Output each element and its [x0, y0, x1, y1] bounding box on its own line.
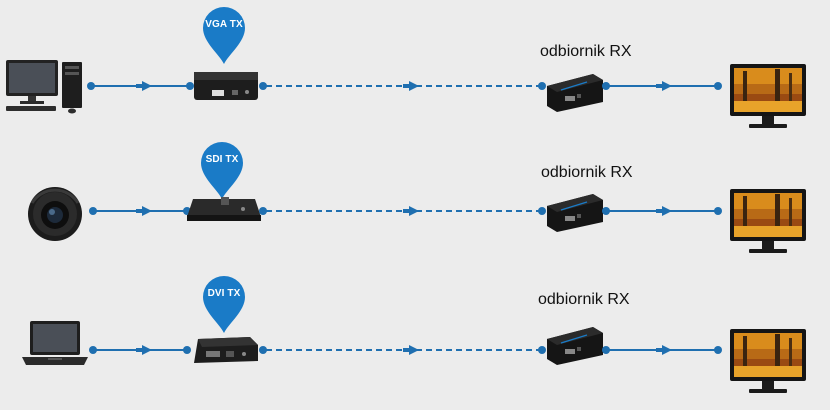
tx-pin-badge: SDI TX [197, 139, 247, 201]
tx-pin-badge: VGA TX [199, 4, 249, 66]
rx-receiver-device [543, 192, 605, 234]
rx-receiver-device [543, 325, 605, 367]
arrow-icon [409, 81, 419, 91]
tx-label: DVI TX [207, 288, 241, 299]
desktop-computer-icon [4, 58, 86, 114]
arrow-icon [662, 345, 672, 355]
dvi-transmitter-device [192, 335, 260, 367]
monitor-icon [729, 63, 807, 131]
arrow-icon [142, 206, 152, 216]
tx-pin-badge: DVI TX [199, 273, 249, 335]
monitor-icon [729, 328, 807, 396]
rx-receiver-device [543, 72, 605, 114]
rx-label: odbiornik RX [541, 164, 633, 181]
arrow-icon [409, 206, 419, 216]
rx-label: odbiornik RX [540, 43, 632, 60]
signal-chain-row-sdi: SDI TX odbiornik RX [0, 125, 830, 255]
tx-label: VGA TX [205, 19, 243, 30]
dome-camera-icon [26, 185, 84, 243]
arrow-icon [142, 345, 152, 355]
arrow-icon [662, 206, 672, 216]
signal-chain-row-dvi: DVI TX odbiornik RX [0, 265, 830, 395]
tx-label: SDI TX [205, 154, 239, 165]
arrow-icon [409, 345, 419, 355]
laptop-icon [20, 319, 90, 367]
arrow-icon [662, 81, 672, 91]
rx-label: odbiornik RX [538, 291, 630, 308]
monitor-icon [729, 188, 807, 256]
sdi-transmitter-device [185, 197, 263, 223]
arrow-icon [142, 81, 152, 91]
signal-chain-row-vga: VGA TX odbiornik RX [0, 0, 830, 130]
vga-transmitter-device [192, 70, 260, 102]
